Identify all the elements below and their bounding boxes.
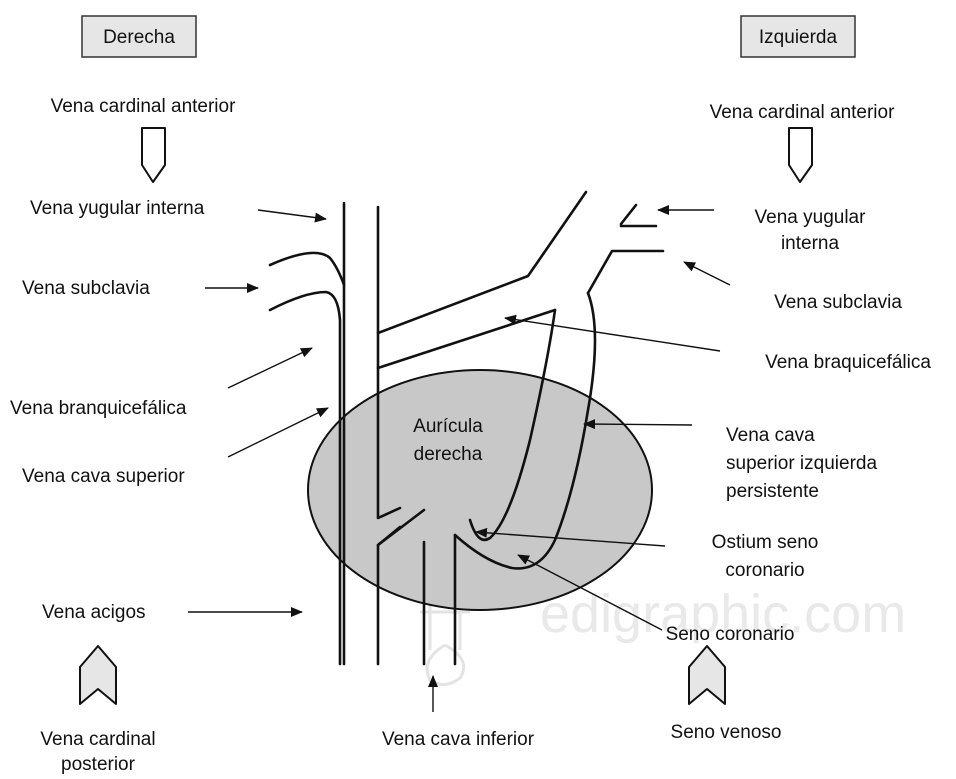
label-atrium-line2: derecha bbox=[414, 444, 483, 465]
label-brachiocephalic: Vena braquicefálica bbox=[765, 352, 931, 373]
left-brachiocephalic-lower-wall bbox=[378, 310, 555, 368]
label-coronary-ostium-line2: coronario bbox=[725, 560, 804, 581]
down-chevron-left-icon bbox=[142, 128, 165, 182]
label-coronary-sinus: Seno coronario bbox=[666, 624, 795, 645]
arrow-right-internal-jugular bbox=[258, 210, 326, 219]
arrow-lsvc bbox=[584, 424, 692, 425]
right-subclavian-upper-wall bbox=[270, 253, 344, 285]
left-jugular-stub-top bbox=[621, 205, 636, 224]
label-right-anterior-cardinal: Vena cardinal anterior bbox=[51, 96, 237, 117]
label-right-internal-jugular: Vena yugular interna bbox=[30, 198, 205, 219]
label-lsvc-line2: superior izquierda bbox=[726, 453, 877, 474]
up-chevron-left-icon bbox=[80, 646, 116, 704]
label-lsvc-line1: Vena cava bbox=[726, 425, 815, 446]
label-posterior-cardinal-line1: Vena cardinal bbox=[40, 729, 155, 750]
arrow-left-subclavian bbox=[684, 262, 730, 285]
label-azygos: Vena acigos bbox=[42, 602, 146, 623]
label-coronary-ostium-line1: Ostium seno bbox=[712, 532, 819, 553]
arrow-brachiocephalic bbox=[505, 318, 720, 351]
label-left-anterior-cardinal: Vena cardinal anterior bbox=[710, 102, 896, 123]
arrow-right-brachiocephalic bbox=[228, 348, 312, 388]
left-subclavian-wall bbox=[588, 251, 663, 293]
label-posterior-cardinal-line2: posterior bbox=[61, 754, 136, 775]
left-side-label: Izquierda bbox=[759, 27, 838, 48]
right-atrium-shape bbox=[308, 370, 652, 610]
label-left-internal-jugular-line1: Vena yugular bbox=[755, 207, 867, 228]
label-atrium-line1: Aurícula bbox=[413, 416, 483, 437]
label-right-brachiocephalic: Vena branquicefálica bbox=[10, 398, 187, 419]
arrow-superior-vena-cava bbox=[228, 408, 328, 457]
down-chevron-right-icon bbox=[789, 128, 812, 182]
label-superior-vena-cava: Vena cava superior bbox=[22, 466, 185, 487]
up-chevron-right-icon bbox=[689, 646, 725, 704]
label-right-subclavian: Vena subclavia bbox=[22, 278, 150, 299]
label-left-subclavian: Vena subclavia bbox=[774, 292, 902, 313]
label-sinus-venosus: Seno venoso bbox=[671, 722, 782, 743]
right-side-label: Derecha bbox=[103, 27, 175, 48]
label-left-internal-jugular-line2: interna bbox=[781, 233, 840, 254]
label-lsvc-line3: persistente bbox=[726, 481, 819, 502]
label-inferior-vena-cava: Vena cava inferior bbox=[382, 729, 535, 750]
